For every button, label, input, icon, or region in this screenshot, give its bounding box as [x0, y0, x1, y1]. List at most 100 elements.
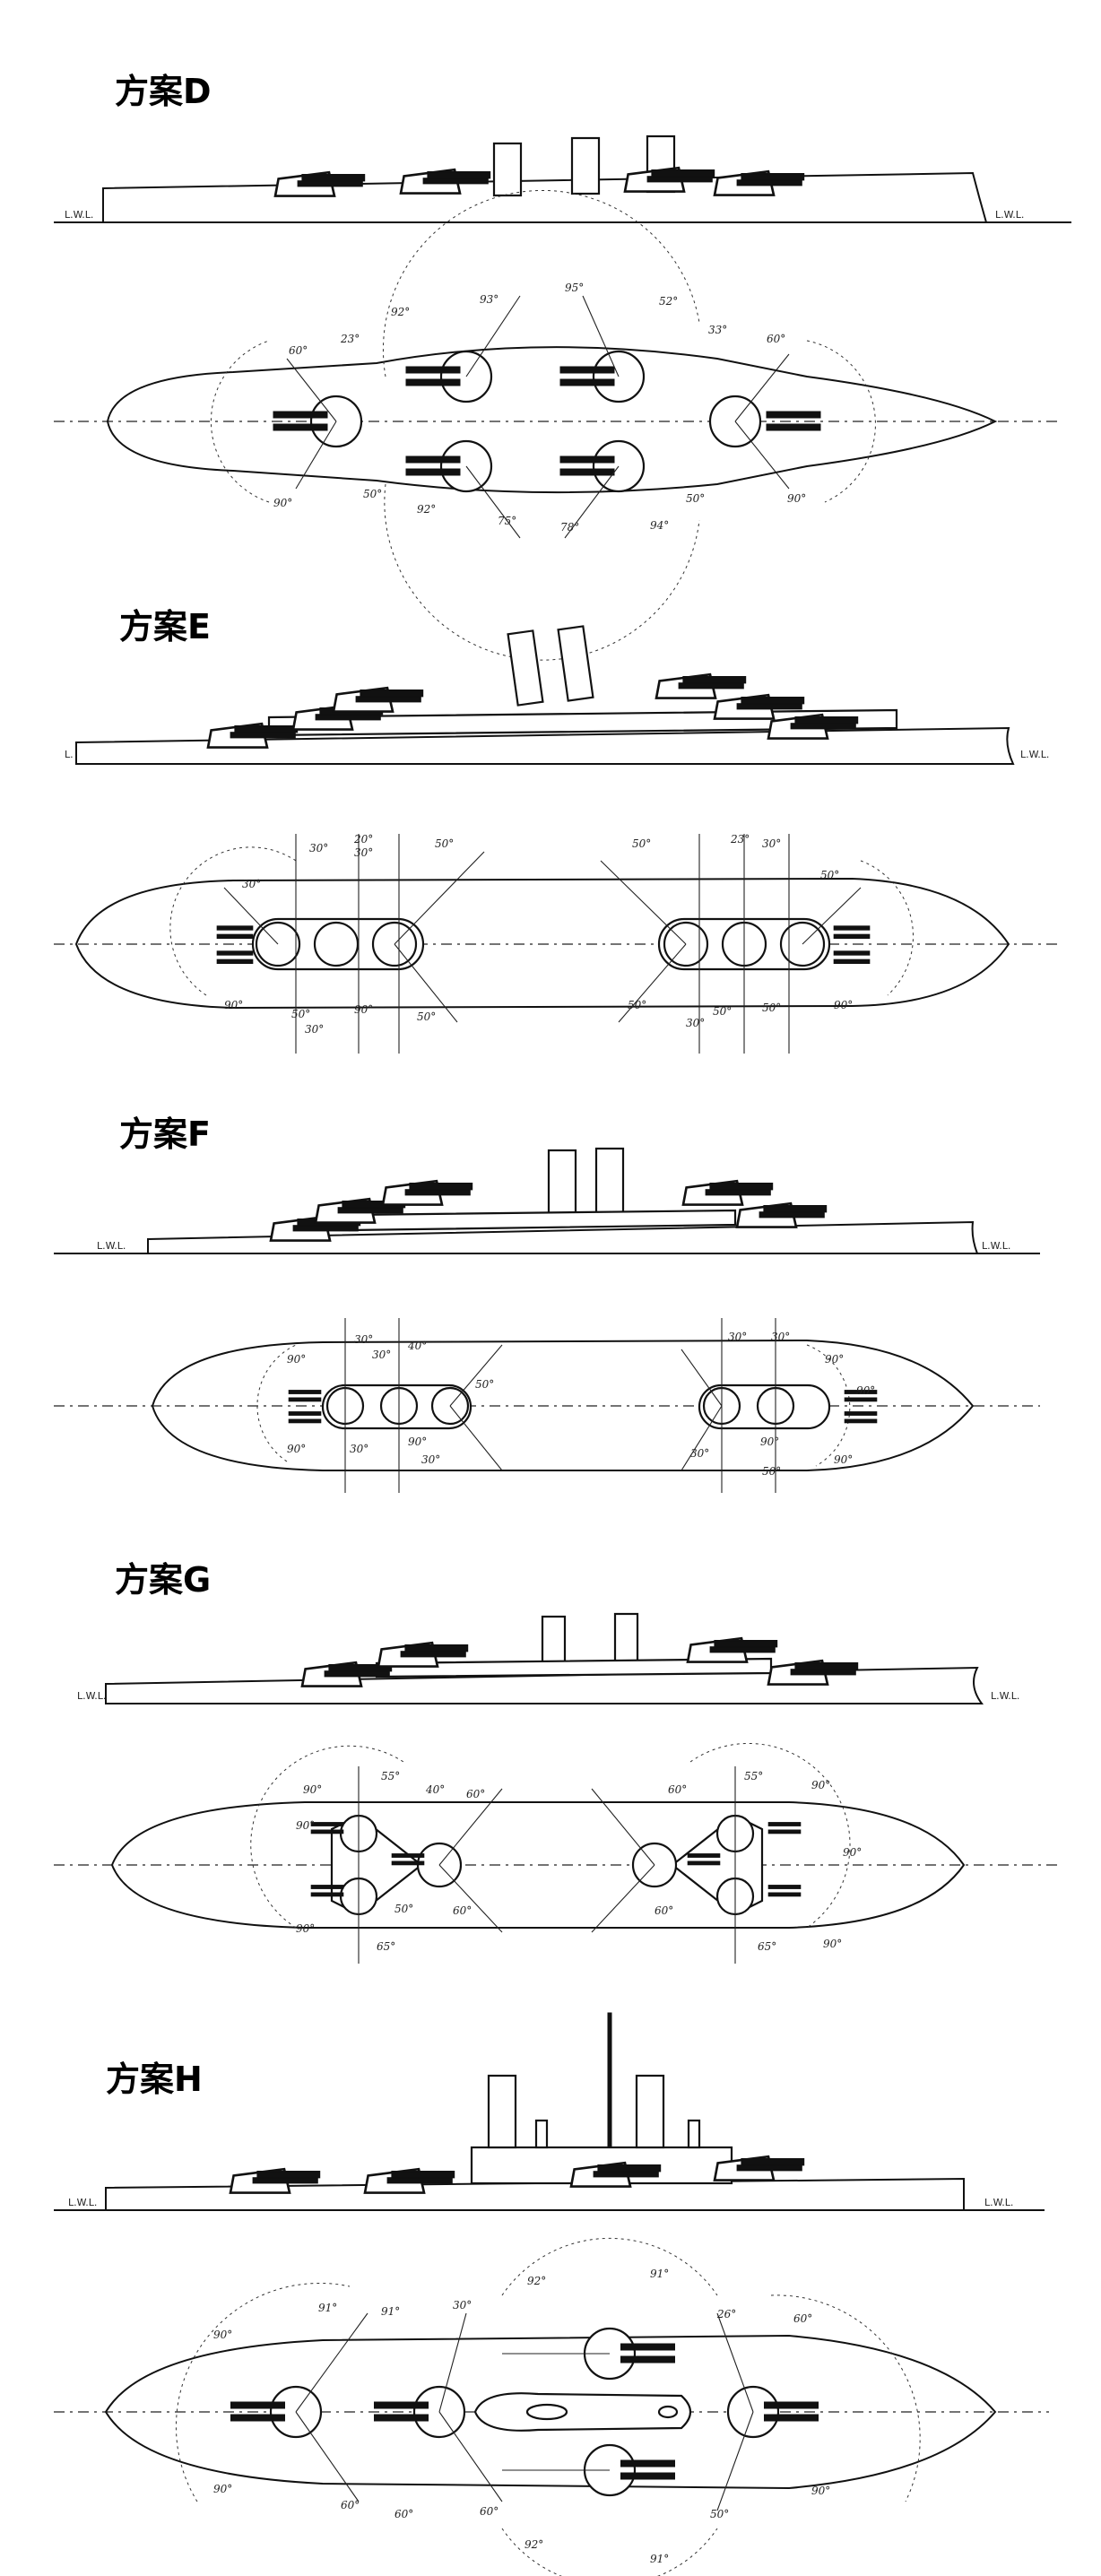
arc-angle-label: 95°	[565, 282, 584, 294]
arc-angle-label: 90°	[303, 1783, 322, 1796]
funnel	[487, 2074, 517, 2149]
arc-angle-label: 60°	[394, 2508, 413, 2520]
arc-angle-label: 90°	[823, 1938, 842, 1950]
arc-angle-label: 92°	[524, 2538, 543, 2551]
arc-angle-label: 90°	[825, 1353, 844, 1366]
scheme-e-title: 方案E	[119, 607, 211, 646]
arc-angle-label: 50°	[394, 1903, 413, 1915]
arc-angle-label: 90°	[811, 2485, 830, 2497]
waterline-label-right: L.W.L.	[984, 2197, 1013, 2208]
arc-angle-label: 91°	[650, 2268, 669, 2280]
arc-angle-label: 78°	[560, 521, 579, 533]
arc-angle-label: 55°	[381, 1770, 400, 1782]
arc-angle-label: 90°	[273, 497, 292, 509]
waterline-label-left: L.W.L.	[68, 2197, 97, 2208]
arc-angle-label: 50°	[762, 1465, 781, 1478]
scheme-f-title: 方案F	[119, 1115, 211, 1154]
arc-angle-label: 75°	[498, 515, 516, 527]
arc-angle-label: 60°	[466, 1788, 485, 1800]
arc-angle-label: 40°	[407, 1340, 427, 1352]
arc-angle-label: 90°	[843, 1846, 862, 1859]
waterline-label-right: L.W.L.	[995, 209, 1024, 221]
arc-angle-label: 30°	[690, 1447, 709, 1460]
arc-angle-label: 50°	[632, 837, 651, 850]
arc-angle-label: 94°	[650, 519, 669, 532]
turret	[735, 1201, 828, 1228]
scheme-e-plan-view: 30° 20° 30° 50° 30° 50° 23° 30° 50° 90° …	[54, 833, 1058, 1054]
arc-angle-label: 40°	[425, 1783, 445, 1796]
arc-angle-label: 30°	[771, 1331, 790, 1343]
waterline-label-left: L.W.L.	[77, 1690, 106, 1702]
arc-angle-label: 90°	[834, 999, 853, 1011]
arc-angle-label: 92°	[417, 503, 436, 516]
arc-angle-label: 90°	[354, 1003, 373, 1016]
scheme-d-title: 方案D	[115, 72, 212, 111]
arc-angle-label: 50°	[435, 837, 454, 850]
scheme-f-side-view: L.W.L. L.W.L.	[54, 1147, 1040, 1254]
arc-angle-label: 50°	[291, 1008, 310, 1020]
arc-angle-label: 30°	[762, 837, 781, 850]
arc-angle-label: 90°	[856, 1384, 875, 1397]
funnel	[594, 1147, 625, 1215]
funnel	[547, 1149, 577, 1215]
turret	[681, 1179, 774, 1206]
arc-angle-label: 90°	[287, 1443, 306, 1455]
arc-angle-label: 33°	[708, 324, 727, 336]
scheme-h-plan-view: 91° 91° 30° 92° 91° 26° 60° 90° 90° 60° …	[54, 2237, 1049, 2576]
arc-angle-label: 50°	[713, 1005, 732, 1018]
funnel	[557, 625, 594, 702]
arc-angle-label: 91°	[318, 2302, 337, 2314]
waterline-label-right: L.W.L.	[991, 1690, 1019, 1702]
turret	[623, 166, 715, 193]
turret	[655, 672, 747, 699]
arc-angle-label: 52°	[659, 295, 678, 308]
scheme-g: 方案G L.W.L. L.W.L.	[54, 1560, 1058, 1964]
arc-angle-label: 60°	[480, 2505, 498, 2518]
arc-angle-label: 60°	[793, 2312, 812, 2325]
arc-angle-label: 90°	[834, 1453, 853, 1466]
deckhouse	[473, 2392, 692, 2432]
scheme-d-plan-view: 60° 23° 92° 93° 95° 52° 33° 60° 90° 50° …	[54, 189, 1062, 661]
arc-angle-label: 60°	[289, 344, 308, 357]
arc-angle-label: 90°	[760, 1435, 779, 1448]
arc-angle-label: 23°	[340, 333, 360, 345]
arc-angle-label: 30°	[686, 1017, 705, 1029]
scheme-f-plan-view: 30° 40° 30° 90° 90° 90° 50° 30° 30° 90° …	[54, 1318, 1040, 1493]
arc-angle-label: 30°	[728, 1331, 747, 1343]
scheme-h-title: 方案H	[106, 2060, 203, 2099]
turret	[229, 2167, 321, 2194]
arc-angle-label: 92°	[527, 2275, 546, 2287]
arc-angle-label: 50°	[686, 492, 705, 505]
arc-angle-label: 50°	[417, 1010, 436, 1023]
arc-angle-label: 30°	[354, 846, 373, 859]
arc-angle-label: 60°	[655, 1904, 673, 1917]
arc-angle-label: 93°	[480, 293, 498, 306]
turret	[273, 170, 366, 197]
arc-angle-label: 90°	[224, 999, 243, 1011]
arc-angle-label: 60°	[767, 333, 785, 345]
arc-angle-label: 20°	[353, 833, 373, 846]
waterline-label-right: L.W.L.	[1020, 749, 1049, 760]
turret	[713, 169, 805, 196]
arc-angle-label: 50°	[628, 999, 646, 1011]
arc-angle-label: 91°	[381, 2305, 400, 2318]
funnel	[507, 629, 544, 707]
arc-angle-label: 65°	[377, 1940, 395, 1953]
arc-angle-label: 90°	[408, 1435, 427, 1448]
arc-angle-label: 30°	[372, 1349, 391, 1361]
turret	[399, 168, 491, 195]
waterline-label-left: L.W.L.	[65, 209, 93, 221]
scheme-h: 方案H L.W.L. L.W.L.	[54, 2012, 1049, 2576]
arc-angle-label: 60°	[668, 1783, 687, 1796]
arc-angle-label: 92°	[391, 306, 410, 318]
arc-angle-label: 55°	[744, 1770, 763, 1782]
turret	[363, 2167, 455, 2194]
arc-angle-label: 50°	[475, 1378, 494, 1391]
arc-angle-label: 90°	[787, 492, 806, 505]
scheme-f: 方案F L.W.L. L.W.L.	[54, 1115, 1040, 1493]
scheme-e: 方案E L. L.W.L.	[54, 607, 1058, 1054]
arc-angle-label: 90°	[213, 2483, 232, 2495]
arc-angle-label: 60°	[341, 2499, 360, 2511]
funnel-top	[657, 2405, 679, 2419]
arc-angle-label: 30°	[309, 842, 328, 854]
